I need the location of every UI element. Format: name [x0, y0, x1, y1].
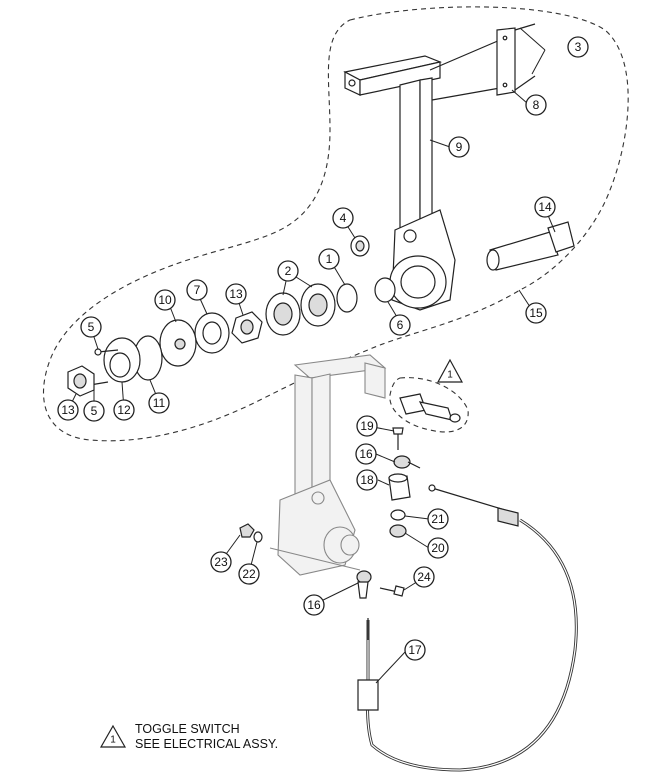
- callout-13-upper: 13: [225, 283, 247, 305]
- svg-text:18: 18: [360, 473, 374, 487]
- nut-lower: [67, 365, 95, 397]
- callout-21: 21: [427, 508, 449, 530]
- svg-text:7: 7: [194, 283, 201, 297]
- svg-text:21: 21: [431, 512, 445, 526]
- svg-text:1: 1: [447, 370, 453, 381]
- column-ghost: [269, 354, 387, 576]
- callout-6: 6: [389, 314, 411, 336]
- callout-24: 24: [413, 566, 435, 588]
- svg-text:3: 3: [575, 40, 582, 54]
- svg-text:13: 13: [229, 287, 243, 301]
- callout-2: 2: [277, 260, 299, 282]
- callout-14: 14: [534, 196, 556, 218]
- svg-text:16: 16: [307, 598, 321, 612]
- svg-text:20: 20: [431, 541, 445, 555]
- callout-4: 4: [332, 207, 354, 229]
- svg-text:13: 13: [61, 403, 75, 417]
- callout-17: 17: [404, 639, 426, 661]
- callout-16-lower: 16: [303, 594, 325, 616]
- svg-text:19: 19: [360, 419, 374, 433]
- callout-10: 10: [154, 289, 176, 311]
- svg-text:11: 11: [153, 396, 166, 410]
- callout-18: 18: [356, 469, 378, 491]
- svg-text:16: 16: [359, 447, 373, 461]
- hub: [103, 337, 141, 383]
- callout-1: 1: [318, 248, 340, 270]
- flange-plate: [159, 319, 197, 367]
- svg-text:23: 23: [214, 555, 228, 569]
- svg-text:8: 8: [533, 98, 540, 112]
- warning-triangle-icon: 1: [436, 358, 464, 383]
- callout-12: 12: [113, 399, 135, 421]
- svg-text:17: 17: [408, 643, 422, 657]
- arm-knuckle: [374, 209, 456, 311]
- callout-22: 22: [238, 563, 260, 585]
- svg-text:9: 9: [456, 140, 463, 154]
- svg-text:22: 22: [242, 567, 256, 581]
- arm-assembly: [343, 23, 536, 246]
- callout-5-upper: 5: [80, 316, 102, 338]
- callout-5-lower: 5: [83, 400, 105, 422]
- svg-text:24: 24: [417, 570, 431, 584]
- callout-16-upper: 16: [355, 443, 377, 465]
- clevis-hardware: [388, 427, 421, 538]
- svg-text:10: 10: [158, 293, 172, 307]
- callout-3: 3: [567, 36, 589, 58]
- svg-text:2: 2: [285, 264, 292, 278]
- bearings: [265, 283, 336, 336]
- note-triangle-icon: [99, 724, 127, 748]
- note-line-1: TOGGLE SWITCH: [135, 722, 240, 736]
- toggle-switch: [389, 377, 469, 433]
- pivot-pin: [486, 221, 575, 271]
- callout-20: 20: [427, 537, 449, 559]
- small-hardware: [239, 523, 405, 599]
- svg-text:12: 12: [117, 403, 131, 417]
- callout-15: 15: [525, 302, 547, 324]
- note-line-2: SEE ELECTRICAL ASSY.: [135, 737, 278, 751]
- nut-upper: [231, 311, 263, 344]
- svg-text:15: 15: [529, 306, 543, 320]
- bushing: [350, 235, 370, 257]
- note-symbol: 1: [110, 735, 116, 746]
- svg-text:4: 4: [340, 211, 347, 225]
- svg-text:1: 1: [326, 252, 333, 266]
- svg-text:5: 5: [91, 404, 98, 418]
- callout-19: 19: [356, 415, 378, 437]
- svg-text:14: 14: [538, 200, 552, 214]
- footnote: 1 TOGGLE SWITCH SEE ELECTRICAL ASSY.: [99, 722, 278, 751]
- svg-text:5: 5: [88, 320, 95, 334]
- snap-ring: [336, 283, 358, 313]
- callout-13-lower: 13: [57, 399, 79, 421]
- svg-text:6: 6: [397, 318, 404, 332]
- washer: [194, 312, 230, 354]
- callout-23: 23: [210, 551, 232, 573]
- assembly-boundary: [43, 6, 629, 442]
- control-cable: [357, 484, 578, 772]
- callout-8: 8: [525, 94, 547, 116]
- callout-7: 7: [186, 279, 208, 301]
- callout-9: 9: [448, 136, 470, 158]
- callout-11: 11: [148, 392, 170, 414]
